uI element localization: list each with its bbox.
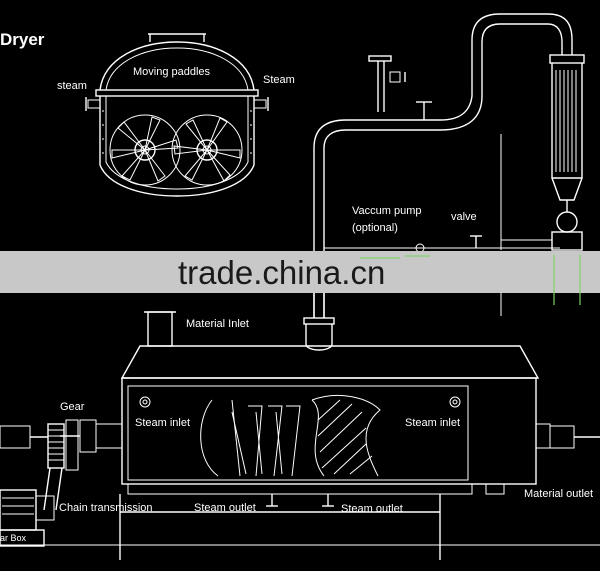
label-gear-box: ar Box [0, 533, 27, 543]
paddle-wheel-right [171, 114, 243, 186]
watermark-band [0, 251, 600, 293]
label-valve: valve [451, 211, 477, 223]
diagram-title: Dryer [0, 30, 45, 49]
label-steam-left: steam [57, 80, 87, 92]
jacket-hatching [102, 110, 252, 154]
cross-section-vessel [85, 33, 269, 197]
material-inlet [147, 311, 173, 347]
label-chain-transmission: Chain transmission [59, 502, 153, 514]
steam-nozzle-left [87, 99, 101, 109]
green-pipe-fragments [360, 255, 581, 293]
label-material-outlet: Material outlet [524, 488, 593, 500]
label-steam-outlet-right: Steam outlet [341, 503, 403, 515]
dryer-body [0, 311, 600, 560]
label-steam-outlet-left: Steam outlet [194, 502, 256, 514]
label-material-inlet: Material Inlet [186, 318, 249, 330]
internal-paddles [200, 394, 381, 477]
condenser-tubes [555, 70, 577, 172]
label-steam-inlet-right: Steam inlet [405, 417, 460, 429]
label-vacuum-pump: Vaccum pump [352, 205, 422, 217]
label-gear: Gear [60, 401, 85, 413]
label-optional: (optional) [352, 222, 398, 234]
label-moving-paddles: Moving paddles [133, 66, 211, 78]
gear-box [0, 489, 55, 547]
steam-nozzle-right [253, 99, 267, 109]
gear [47, 423, 65, 469]
paddle-wheel-left [109, 114, 181, 186]
watermark-text: trade.china.cn [178, 254, 385, 291]
material-outlet-port [485, 483, 505, 495]
label-steam-inlet-left: Steam inlet [135, 417, 190, 429]
gear-drive [0, 419, 79, 511]
label-steam-right: Steam [263, 74, 295, 86]
